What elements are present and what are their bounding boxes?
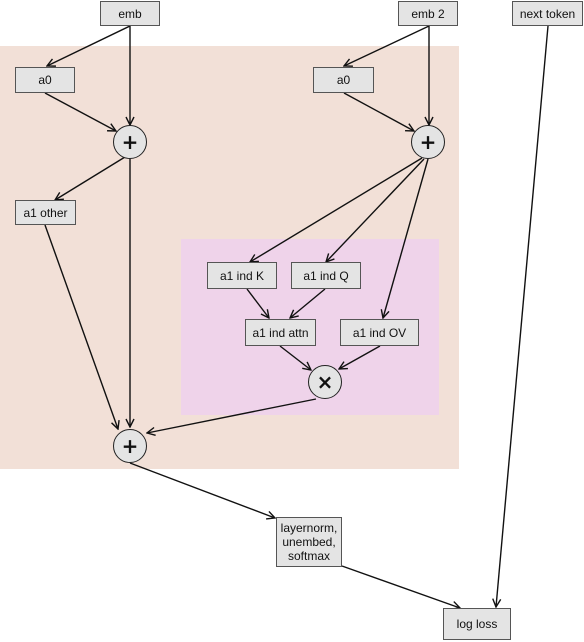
edge-emb2-a0 bbox=[344, 25, 430, 66]
a1-ind-attn-node: a1 ind attn bbox=[245, 319, 316, 346]
edge-times-plusbottom bbox=[147, 398, 317, 433]
edge-k-attn bbox=[246, 288, 269, 318]
emb2-node: emb 2 bbox=[398, 1, 458, 26]
edge-attn-times bbox=[279, 345, 311, 370]
edge-a0r-plus bbox=[343, 92, 414, 131]
add-operator-left: + bbox=[113, 125, 147, 159]
edge-plus-q bbox=[326, 158, 425, 262]
log-loss-node: log loss bbox=[443, 608, 511, 640]
edge-plus-k bbox=[250, 157, 423, 262]
edge-q-attn bbox=[290, 288, 326, 318]
a1-other-node: a1 other bbox=[15, 200, 76, 225]
edge-a1other-plusbottom bbox=[44, 224, 118, 429]
edge-plus-ov bbox=[383, 158, 429, 318]
a1-ind-k-node: a1 ind K bbox=[207, 262, 277, 289]
a0-node-left: a0 bbox=[15, 67, 75, 93]
edge-nexttoken-logloss bbox=[496, 25, 549, 607]
a1-ind-q-node: a1 ind Q bbox=[291, 262, 361, 289]
edge-plus-a1other bbox=[55, 156, 126, 200]
layernorm-unembed-softmax-node: layernorm, unembed, softmax bbox=[276, 517, 342, 567]
add-operator-bottom: + bbox=[113, 429, 147, 463]
edge-a0-plus bbox=[44, 92, 116, 131]
emb-node: emb bbox=[100, 1, 160, 26]
edge-plusbottom-layernorm bbox=[129, 462, 275, 518]
edge-emb-a0 bbox=[47, 25, 131, 66]
a0-node-right: a0 bbox=[313, 67, 374, 93]
multiply-operator: × bbox=[308, 365, 342, 399]
next-token-node: next token bbox=[512, 1, 583, 26]
edge-layernorm-logloss bbox=[341, 565, 460, 608]
edge-ov-times bbox=[339, 345, 381, 369]
a1-ind-ov-node: a1 ind OV bbox=[340, 319, 419, 346]
add-operator-right: + bbox=[411, 125, 445, 159]
